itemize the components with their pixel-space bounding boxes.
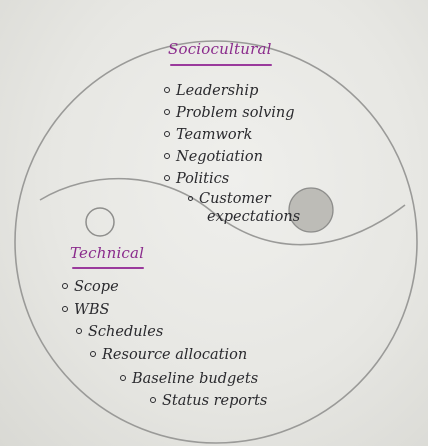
list-item: Baseline budgets [120,372,258,387]
technical-heading: Technical [70,244,145,262]
technical-dot-hollow [85,207,115,237]
sociocultural-heading-underline [170,64,272,66]
list-item: Problem solving [164,106,295,121]
bullet-icon [188,195,193,201]
list-item: Scope [62,280,119,295]
list-item: Resource allocation [90,348,247,363]
sociocultural-heading: Sociocultural [168,40,272,58]
list-item: Customer [188,192,271,207]
outer-circle [14,40,418,444]
bullet-icon [164,109,170,115]
list-item: Leadership [164,84,258,99]
bullet-icon [164,175,170,181]
bullet-icon [164,87,170,93]
bullet-icon [62,283,68,289]
bullet-icon [90,351,96,357]
bullet-icon [150,397,156,403]
technical-heading-underline [72,267,144,269]
list-item: Status reports [150,394,267,409]
bullet-icon [62,306,68,312]
list-item: Negotiation [164,150,263,165]
bullet-icon [120,375,126,381]
bullet-icon [164,131,170,137]
bullet-icon [164,153,170,159]
list-item: WBS [62,303,110,318]
list-item: Politics [164,172,229,187]
sociocultural-dot-filled [288,187,334,233]
list-item: Teamwork [164,128,252,143]
list-item: Schedules [76,325,163,340]
bullet-icon [76,328,82,334]
s-curve-divider [39,177,406,246]
list-item-continuation: expectations [207,209,301,225]
